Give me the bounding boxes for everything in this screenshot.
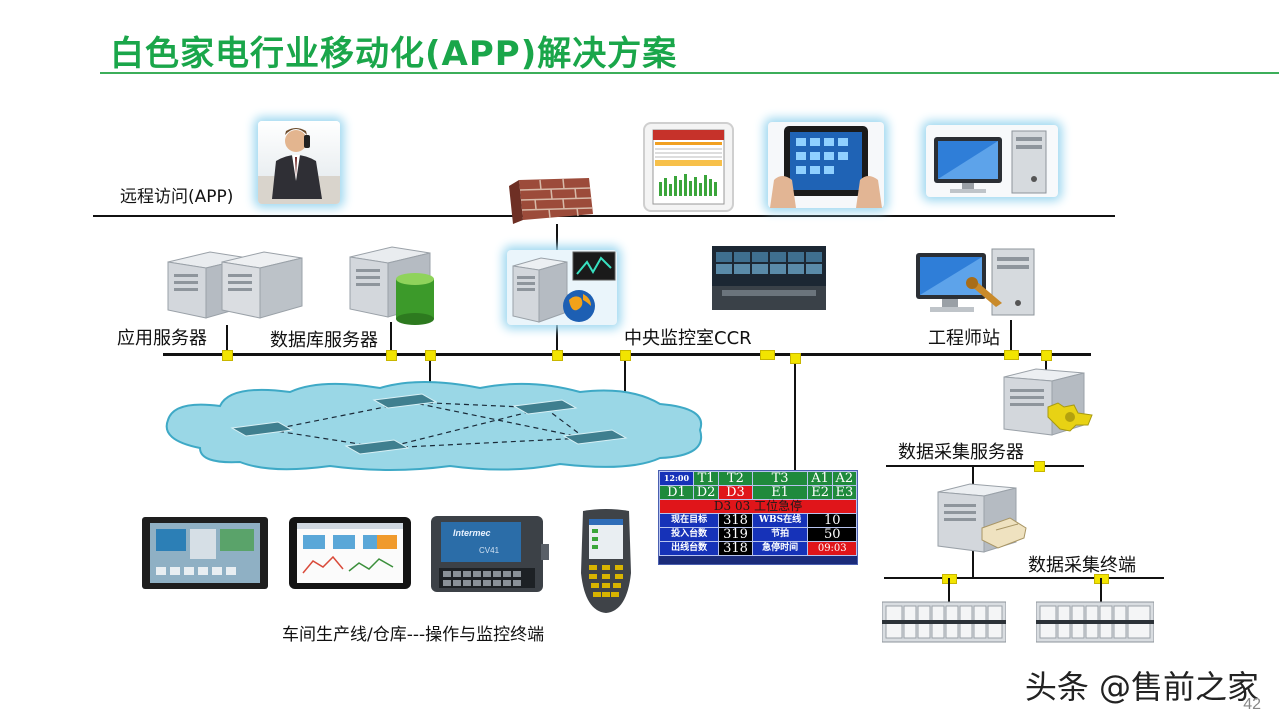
board-cell: E3 (831, 485, 858, 500)
cloud-link-1 (429, 355, 431, 385)
tablet-dashboard-image (289, 517, 411, 589)
engineer-station-icon (912, 245, 1050, 320)
handheld-scanner-image (577, 507, 635, 615)
board-metric-label: 急停时间 (751, 541, 809, 556)
tablet-hands-image (768, 122, 884, 208)
vehicle-terminal-image: Intermec CV41 (429, 514, 551, 594)
watermark: 头条 @售前之家 (1024, 668, 1259, 706)
bus-connector (760, 350, 775, 360)
plc-link-2 (1100, 578, 1102, 602)
control-room-label: 中央监控室CCR (624, 328, 752, 349)
board-cell: A2 (831, 471, 858, 486)
board-metric-value-alert: 09:03 (807, 541, 857, 556)
collect-terminal-label: 数据采集终端 (1028, 555, 1136, 576)
production-status-board: 12:00 T1 T2 T3 A1 A2 D1 D2 D3 E1 E2 E3 D… (658, 470, 858, 565)
bus-connector (1034, 461, 1045, 472)
bus-connector (552, 350, 563, 361)
workshop-terminals-label: 车间生产线/仓库---操作与监控终端 (282, 625, 545, 645)
board-metric-label: 投入台数 (658, 527, 720, 542)
collect-server-label: 数据采集服务器 (898, 442, 1024, 463)
desktop-pc-image (926, 125, 1058, 197)
db-server-link (390, 322, 392, 355)
board-cell: A1 (807, 471, 833, 486)
plc-link-1 (948, 578, 950, 602)
board-cell: D2 (692, 485, 720, 500)
vehicle-terminal-brand: Intermec (453, 528, 491, 538)
board-cell: E1 (751, 485, 809, 500)
board-cell: E2 (807, 485, 833, 500)
board-metric-value: 318 (718, 513, 753, 528)
plc-rack-1 (881, 600, 1007, 644)
engineer-link (1010, 320, 1012, 355)
board-metric-value: 50 (807, 527, 857, 542)
page-title: 白色家电行业移动化(APP)解决方案 (110, 34, 678, 74)
bus-connector (386, 350, 397, 361)
bus-connector (222, 350, 233, 361)
db-server-icon (348, 245, 438, 325)
terminal-bus (884, 577, 1164, 579)
app-server-link (226, 325, 228, 355)
board-metric-label: 节拍 (751, 527, 809, 542)
collect-server-link (1045, 355, 1047, 375)
board-metric-value: 319 (718, 527, 753, 542)
remote-access-line (93, 215, 1115, 217)
board-time: 12:00 (659, 471, 694, 486)
app-server-label: 应用服务器 (117, 328, 207, 349)
hmi-panel-image (142, 517, 268, 589)
engineer-station-label: 工程师站 (928, 328, 1000, 349)
board-metric-label: 现在目标 (658, 513, 720, 528)
page-number: 42 (1243, 696, 1261, 713)
board-metric-label: 出线台数 (658, 541, 720, 556)
cloud-link-2 (624, 355, 626, 403)
vehicle-terminal-model: CV41 (479, 546, 500, 555)
board-cell: T2 (718, 471, 753, 486)
bus-connector (620, 350, 631, 361)
bus-connector (1041, 350, 1052, 361)
board-alert-message: D3 03 工位急停 (659, 499, 857, 514)
db-server-label: 数据库服务器 (270, 330, 378, 351)
app-server-icon (166, 248, 306, 320)
bus-connector (425, 350, 436, 361)
board-metric-value: 318 (718, 541, 753, 556)
board-link (794, 355, 796, 472)
board-metric-value: 10 (807, 513, 857, 528)
remote-access-label: 远程访问(APP) (120, 187, 234, 207)
bus-connector (1004, 350, 1019, 360)
board-cell: D1 (659, 485, 694, 500)
tablet-report-image (643, 122, 734, 212)
title-divider (100, 72, 1279, 74)
network-cloud (160, 378, 710, 473)
board-cell: T3 (751, 471, 809, 486)
board-cell: T1 (692, 471, 720, 486)
collect-server-bus (886, 465, 1084, 467)
plc-rack-2 (1035, 600, 1155, 644)
remote-user-image (258, 121, 340, 204)
monitor-server-icon (507, 250, 617, 325)
control-room-image (712, 246, 826, 310)
bus-connector (790, 353, 801, 364)
collect-server-icon (1000, 367, 1100, 437)
board-cell-alert: D3 (718, 485, 753, 500)
collect-terminal-icon (936, 482, 1032, 554)
firewall-icon (505, 172, 595, 227)
board-metric-label: WBS在线 (751, 513, 809, 528)
